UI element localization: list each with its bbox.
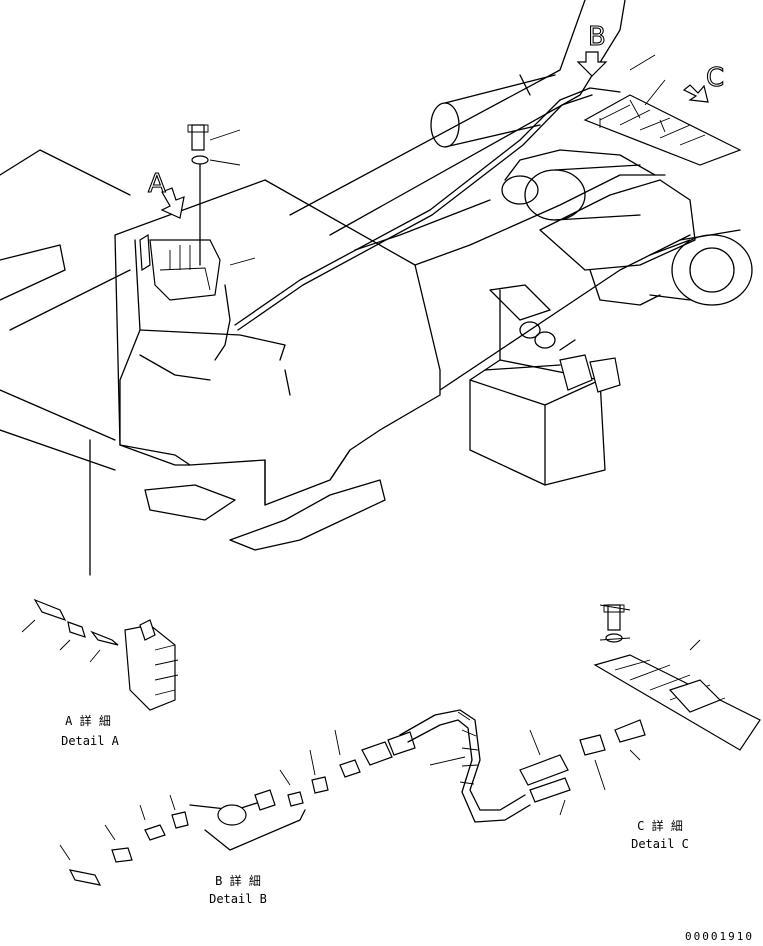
- detail-c-parts: [579, 604, 761, 791]
- detail-a-parts: [21, 598, 179, 711]
- detail-c-en: Detail C: [631, 837, 689, 851]
- callout-a: A: [148, 169, 166, 199]
- machine-body: [0, 0, 753, 576]
- arrow-c: [682, 84, 709, 103]
- callout-b: B: [588, 22, 606, 52]
- detail-b-en: Detail B: [209, 892, 267, 906]
- harness-main: [234, 87, 621, 326]
- unit-c-location: [583, 54, 742, 166]
- unit-a-location: [139, 124, 256, 301]
- arrow-b: [576, 51, 608, 77]
- detail-c-jp: C 詳 細: [637, 818, 683, 833]
- detail-a-en: Detail A: [61, 734, 120, 748]
- callout-c: C: [706, 63, 724, 93]
- arrow-a: [160, 187, 185, 219]
- harness-main-2: [237, 94, 593, 331]
- detail-a-jp: A 詳 細: [65, 713, 111, 728]
- drawing-number: 00001910: [685, 930, 754, 943]
- conduit-harness: [399, 709, 571, 823]
- detail-b-parts: [59, 729, 416, 886]
- detail-b-jp: B 詳 細: [215, 873, 261, 888]
